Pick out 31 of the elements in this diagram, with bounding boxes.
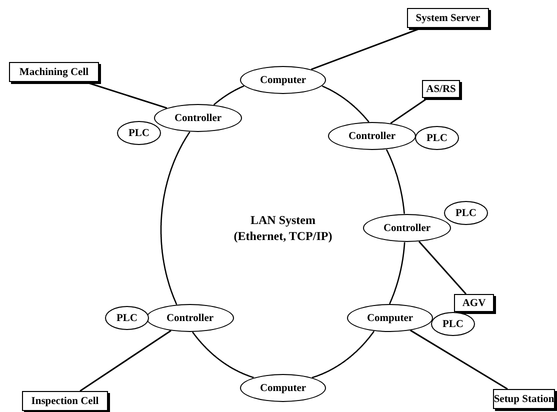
network-label: (Ethernet, TCP/IP) xyxy=(232,228,334,244)
ellipse-node: Controller xyxy=(328,122,416,150)
ring-arc xyxy=(312,330,375,378)
connector-line xyxy=(410,330,508,390)
ellipse-node: PLC xyxy=(415,126,459,150)
ellipse-node: PLC xyxy=(431,312,475,336)
ellipse-node: Computer xyxy=(240,66,326,94)
label-box: Inspection Cell xyxy=(22,391,108,411)
ellipse-node: PLC xyxy=(117,121,161,145)
ring-arc xyxy=(192,332,254,378)
connector-line xyxy=(80,330,172,392)
ring-arc xyxy=(160,132,190,305)
network-label: LAN System xyxy=(250,212,316,228)
connector-line xyxy=(418,240,467,294)
ring-arc xyxy=(322,85,370,122)
ellipse-node: Computer xyxy=(347,304,433,332)
ellipse-node: PLC xyxy=(444,201,488,225)
ring-arc xyxy=(386,149,405,214)
ellipse-node: Computer xyxy=(240,374,326,402)
label-box: Setup Station xyxy=(493,389,555,409)
ellipse-node: Controller xyxy=(146,304,234,332)
label-box: Machining Cell xyxy=(9,62,99,82)
ellipse-node: PLC xyxy=(105,306,149,330)
label-box: AGV xyxy=(454,294,494,312)
ellipse-node: Controller xyxy=(363,214,451,242)
ring-arc xyxy=(213,85,244,106)
label-box: System Server xyxy=(407,8,489,28)
connector-line xyxy=(390,97,428,124)
ellipse-node: Controller xyxy=(154,104,242,132)
label-box: AS/RS xyxy=(422,80,460,98)
ring-arc xyxy=(389,242,406,304)
